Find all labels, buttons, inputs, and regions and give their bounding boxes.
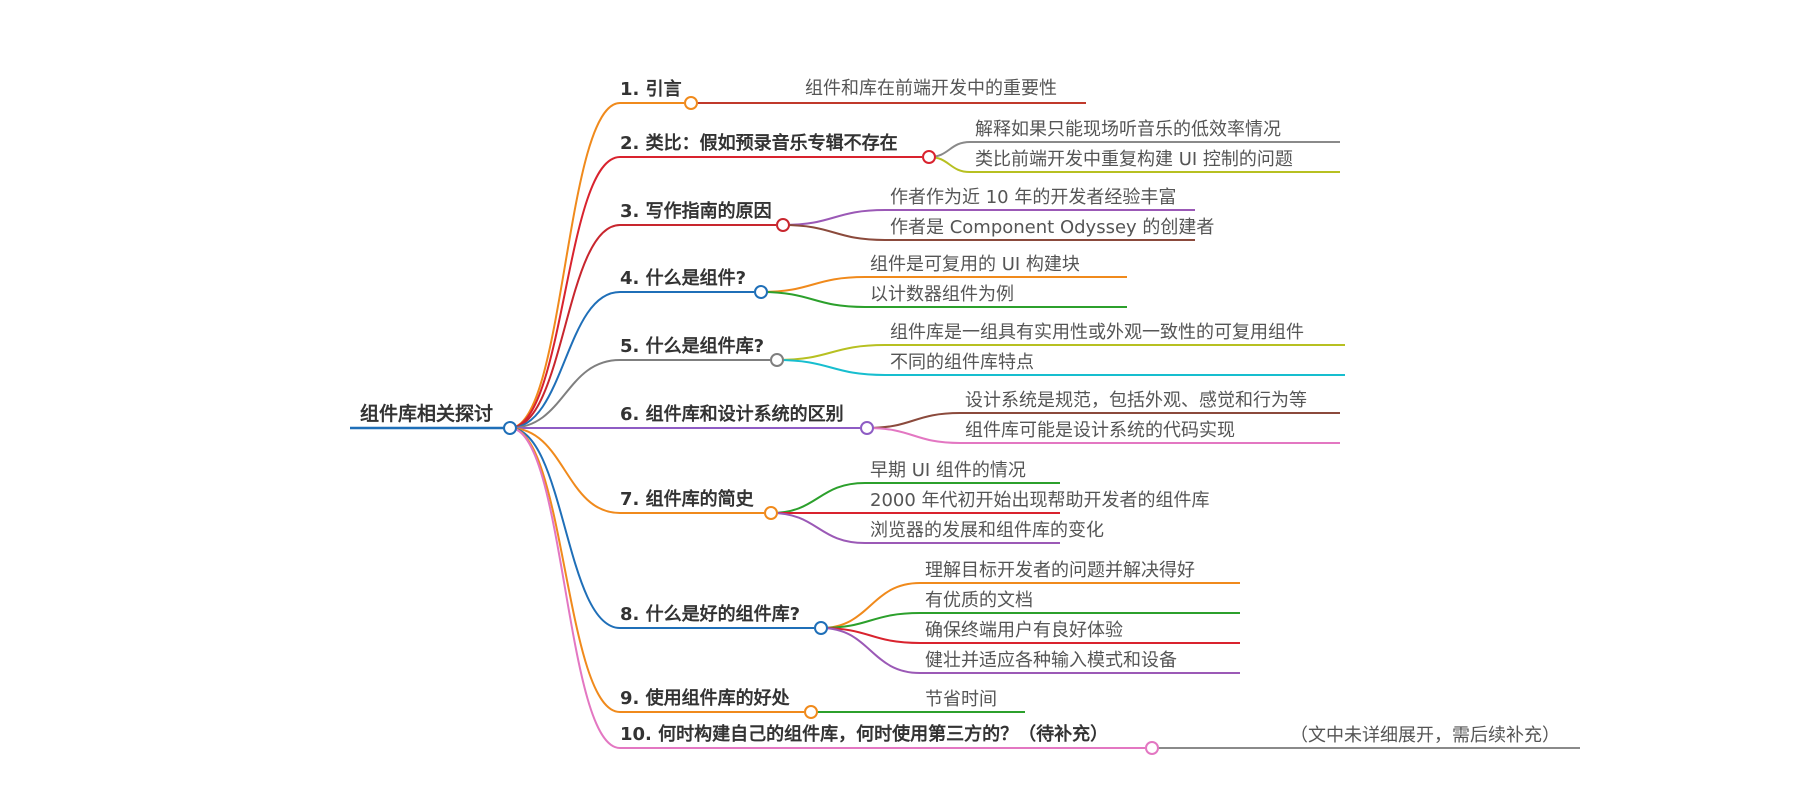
root-collapse-toggle[interactable]: [503, 421, 517, 435]
branch-label-8: 8. 什么是好的组件库?: [620, 603, 800, 625]
leaf-label-5-1: 组件库是一组具有实用性或外观一致性的可复用组件: [890, 322, 1304, 343]
leaf-edge-8-4: [820, 627, 921, 674]
branch-collapse-toggle-4[interactable]: [754, 285, 768, 299]
leaf-edge-6-2: [866, 427, 961, 444]
leaf-label-2-1: 解释如果只能现场听音乐的低效率情况: [975, 119, 1281, 140]
branch-edge-5: [509, 359, 621, 429]
leaf-label-6-1: 设计系统是规范，包括外观、感觉和行为等: [965, 390, 1307, 411]
leaf-label-8-3: 确保终端用户有良好体验: [925, 620, 1123, 641]
branch-label-6: 6. 组件库和设计系统的区别: [620, 403, 844, 425]
branch-edge-1: [509, 102, 621, 429]
leaf-label-9-1: 节省时间: [925, 689, 997, 710]
leaf-edge-7-3: [770, 512, 866, 544]
leaf-label-4-1: 组件是可复用的 UI 构建块: [870, 254, 1080, 275]
mind-map-edges: [350, 102, 1580, 749]
leaf-label-7-2: 2000 年代初开始出现帮助开发者的组件库: [870, 490, 1210, 511]
branch-collapse-toggle-8[interactable]: [814, 621, 828, 635]
leaf-edge-6-1: [866, 412, 961, 429]
branch-collapse-toggle-10[interactable]: [1145, 741, 1159, 755]
branch-label-2: 2. 类比：假如预录音乐专辑不存在: [620, 132, 898, 154]
branch-edge-4: [509, 291, 621, 429]
leaf-label-8-2: 有优质的文档: [925, 590, 1033, 611]
branch-edge-10: [509, 427, 621, 749]
leaf-label-5-2: 不同的组件库特点: [890, 352, 1034, 373]
leaf-label-2-2: 类比前端开发中重复构建 UI 控制的问题: [975, 149, 1293, 170]
branch-edge-7: [509, 427, 621, 514]
branch-collapse-toggle-7[interactable]: [764, 506, 778, 520]
leaf-edge-4-2: [760, 291, 866, 308]
branch-label-5: 5. 什么是组件库?: [620, 335, 764, 357]
branch-label-1: 1. 引言: [620, 78, 682, 100]
branch-collapse-toggle-2[interactable]: [922, 150, 936, 164]
branch-collapse-toggle-9[interactable]: [804, 705, 818, 719]
leaf-label-6-2: 组件库可能是设计系统的代码实现: [965, 420, 1235, 441]
branch-label-9: 9. 使用组件库的好处: [620, 687, 791, 709]
branch-label-3: 3. 写作指南的原因: [620, 200, 772, 222]
leaf-edge-3-2: [782, 224, 886, 241]
leaf-label-8-1: 理解目标开发者的问题并解决得好: [925, 560, 1195, 581]
branch-edge-2: [509, 156, 621, 429]
mind-map-nodes: 组件库相关探讨 1. 引言 组件和库在前端开发中的重要性 2. 类比：假如预录音乐专辑…: [360, 78, 1560, 755]
branch-label-4: 4. 什么是组件?: [620, 267, 746, 289]
leaf-label-3-2: 作者是 Component Odyssey 的创建者: [890, 217, 1214, 238]
leaf-edge-4-1: [760, 276, 866, 293]
leaf-edge-7-1: [770, 482, 866, 514]
branch-collapse-toggle-1[interactable]: [684, 96, 698, 110]
leaf-edge-5-1: [776, 344, 886, 361]
leaf-label-3-1: 作者作为近 10 年的开发者经验丰富: [890, 187, 1176, 208]
leaf-edge-5-2: [776, 359, 886, 376]
leaf-label-7-1: 早期 UI 组件的情况: [870, 460, 1026, 481]
branch-label-10: 10. 何时构建自己的组件库，何时使用第三方的？（待补充）: [620, 723, 1108, 745]
leaf-label-8-4: 健壮并适应各种输入模式和设备: [925, 650, 1177, 671]
branch-collapse-toggle-5[interactable]: [770, 353, 784, 367]
root-topic-label: 组件库相关探讨: [360, 402, 493, 425]
leaf-label-1-1: 组件和库在前端开发中的重要性: [805, 78, 1057, 99]
leaf-label-4-2: 以计数器组件为例: [870, 284, 1014, 305]
branch-collapse-toggle-3[interactable]: [776, 218, 790, 232]
leaf-label-7-3: 浏览器的发展和组件库的变化: [870, 520, 1104, 541]
branch-edge-8: [509, 427, 621, 629]
leaf-label-10-1: （文中未详细展开，需后续补充）: [1290, 725, 1560, 746]
leaf-edge-8-1: [820, 582, 921, 629]
leaf-edge-3-1: [782, 209, 886, 226]
branch-edge-3: [509, 224, 621, 429]
branch-collapse-toggle-6[interactable]: [860, 421, 874, 435]
branch-label-7: 7. 组件库的简史: [620, 488, 755, 510]
